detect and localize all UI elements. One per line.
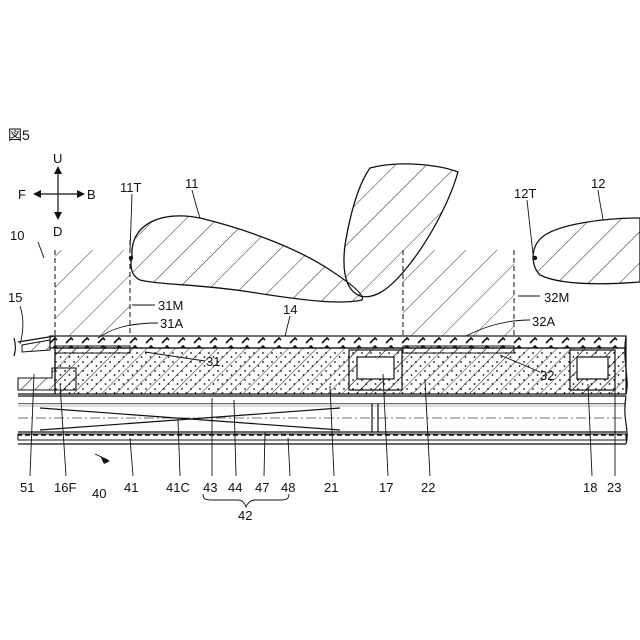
label-15: 15	[8, 290, 22, 305]
dir-front-label: F	[18, 187, 26, 202]
finger-12-tip-point	[533, 256, 537, 260]
cover-layer-14	[50, 336, 626, 348]
label-32M: 32M	[544, 290, 569, 305]
label-31: 31	[206, 354, 220, 369]
finger-11	[129, 216, 363, 302]
finger-12	[533, 218, 640, 284]
virtual-zone-right	[403, 250, 514, 336]
direction-indicator: U D F B	[18, 151, 96, 239]
label-12: 12	[591, 176, 605, 191]
label-32A: 32A	[532, 314, 555, 329]
label-44: 44	[228, 480, 242, 495]
label-22: 22	[421, 480, 435, 495]
label-18: 18	[583, 480, 597, 495]
arrow-40	[100, 456, 110, 464]
label-17: 17	[379, 480, 393, 495]
dir-up-label: U	[53, 151, 62, 166]
finger-11-tip-point	[129, 256, 133, 260]
hollow-member-18	[570, 350, 615, 390]
label-14: 14	[283, 302, 297, 317]
label-23: 23	[607, 480, 621, 495]
label-31M: 31M	[158, 298, 183, 313]
label-16F: 16F	[54, 480, 76, 495]
label-11T: 11T	[120, 180, 141, 195]
label-43: 43	[203, 480, 217, 495]
label-41: 41	[124, 480, 138, 495]
label-10: 10	[10, 228, 24, 243]
dir-down-label: D	[53, 224, 62, 239]
figure-title: 図5	[8, 127, 30, 143]
label-48: 48	[281, 480, 295, 495]
label-11: 11	[185, 176, 199, 191]
hollow-member-17	[349, 350, 402, 390]
label-47: 47	[255, 480, 269, 495]
label-21: 21	[324, 480, 338, 495]
label-40: 40	[92, 486, 106, 501]
label-32: 32	[540, 368, 554, 383]
dir-back-label: B	[87, 187, 96, 202]
label-41C: 41C	[166, 480, 190, 495]
label-51: 51	[20, 480, 34, 495]
label-31A: 31A	[160, 316, 183, 331]
virtual-zone-left	[55, 240, 130, 336]
label-12T: 12T	[514, 186, 536, 201]
label-42: 42	[238, 508, 252, 523]
